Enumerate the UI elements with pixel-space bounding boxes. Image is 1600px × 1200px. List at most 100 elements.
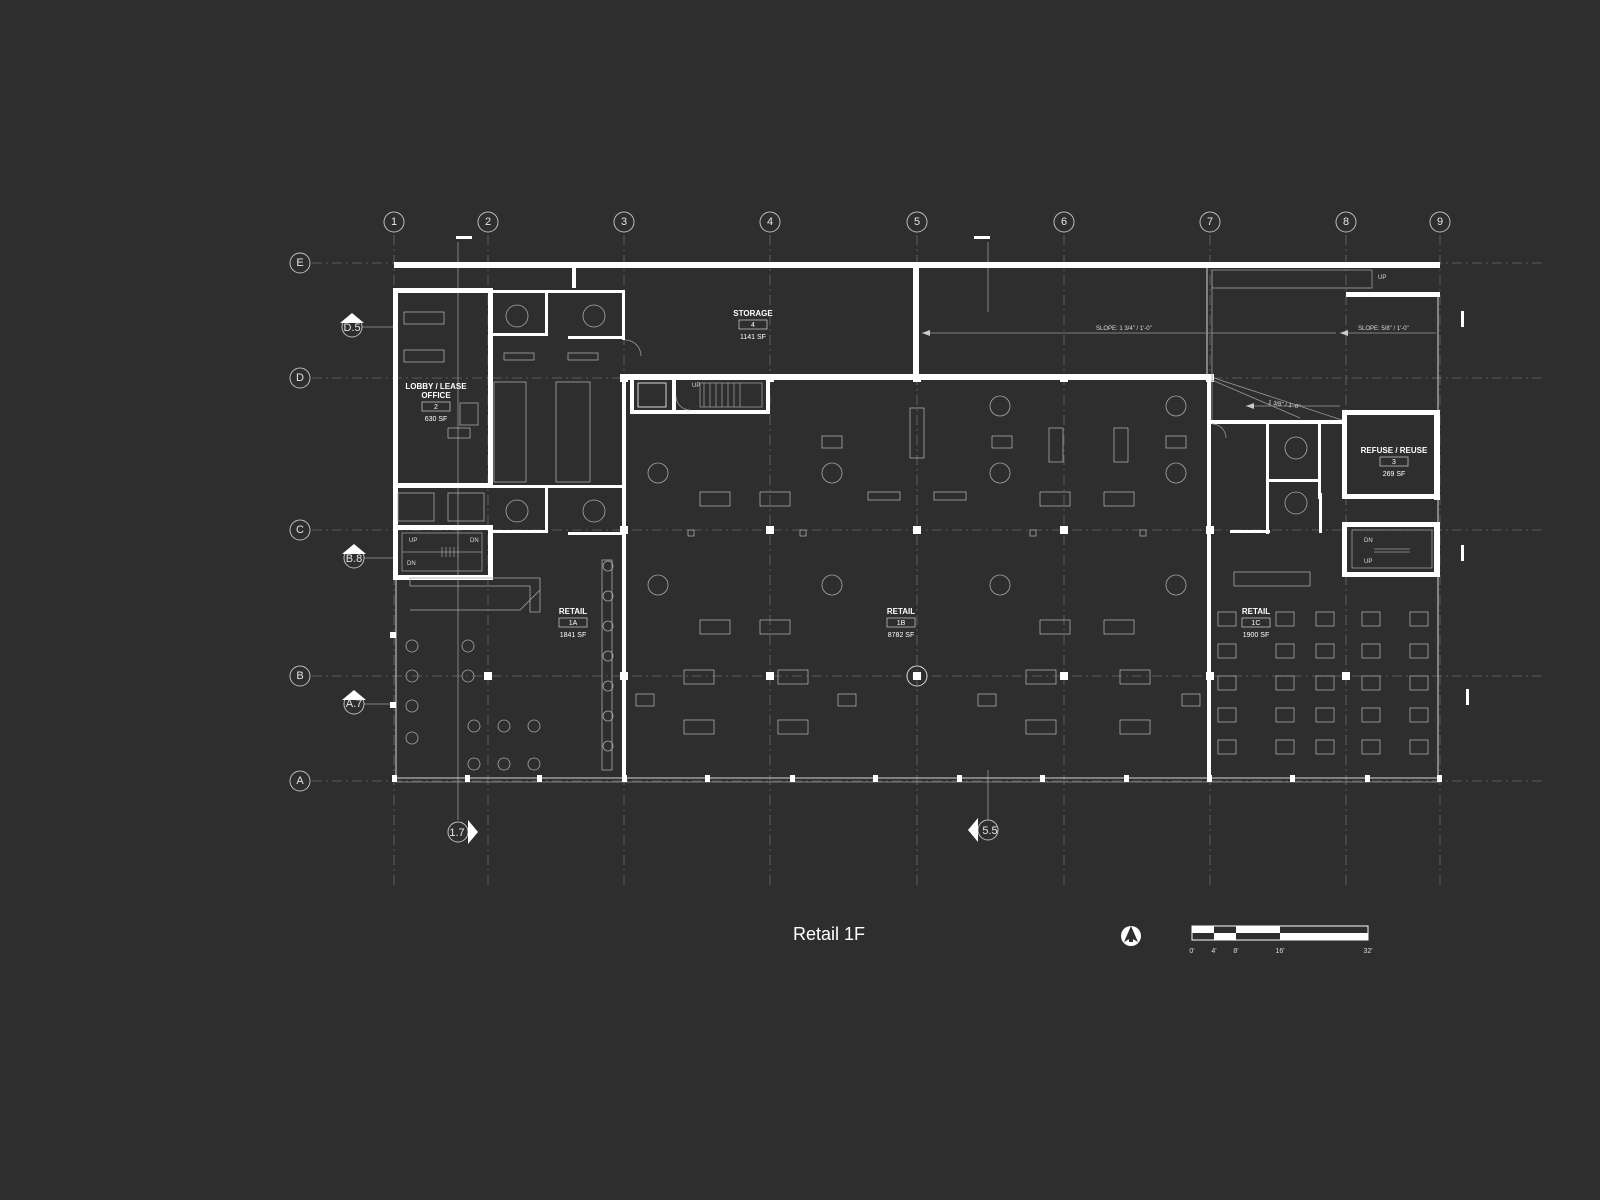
svg-text:1B: 1B (897, 620, 906, 627)
section-marker-B8: B.8 (342, 544, 394, 569)
ramp-up-label: UP (1378, 275, 1386, 281)
door-swing (675, 395, 691, 411)
section-marker-D5: D.5 (340, 313, 394, 338)
room-tag-retail-1a: RETAIL 1A 1841 SF (558, 607, 588, 639)
lobby-stair-up-label: UP (409, 538, 417, 544)
svg-text:REFUSE / REUSE: REFUSE / REUSE (1361, 446, 1428, 455)
lobby-stair-dn-label-2: DN (407, 561, 416, 567)
svg-text:1A: 1A (569, 620, 578, 627)
grid-bubble-2: 2 (477, 211, 499, 233)
scale-tick-32: 32' (1363, 948, 1372, 955)
svg-text:7: 7 (1207, 216, 1213, 228)
svg-text:RETAIL: RETAIL (559, 607, 587, 616)
svg-text:OFFICE: OFFICE (421, 391, 451, 400)
svg-text:6: 6 (1061, 216, 1067, 228)
retail-1a-seating (405, 559, 614, 771)
svg-text:2: 2 (434, 404, 438, 411)
svg-text:LOBBY / LEASE: LOBBY / LEASE (405, 382, 467, 391)
grid-bubble-E: E (289, 252, 311, 274)
svg-text:269 SF: 269 SF (1383, 471, 1406, 478)
svg-text:B.8: B.8 (346, 553, 363, 565)
svg-text:4: 4 (751, 322, 755, 329)
scale-tick-0: 0' (1189, 948, 1194, 955)
cut-mark-right-low (1466, 689, 1469, 705)
grid-bubble-1: 1 (383, 211, 405, 233)
retail-1b-fixtures (635, 395, 1201, 735)
cut-mark-right-mid (1461, 545, 1464, 561)
stair-core (637, 382, 763, 408)
lobby-stair-dn-label: DN (470, 538, 479, 544)
svg-text:5.5: 5.5 (982, 825, 997, 837)
svg-text:C: C (296, 524, 304, 536)
section-marker-1-7: 1.7 (447, 236, 478, 844)
interior-details (397, 269, 1436, 771)
north-arrow-icon (1121, 926, 1141, 946)
stair-lobby (401, 532, 483, 572)
restroom-fixtures (493, 304, 1308, 523)
svg-text:2: 2 (485, 216, 491, 228)
door-swing (1211, 423, 1227, 439)
cut-mark-right-top (1461, 311, 1464, 327)
room-tag-storage: STORAGE 4 1141 SF (733, 309, 773, 341)
grid-bubble-A: A (289, 770, 311, 792)
stair-right (1351, 529, 1433, 569)
grid-bubble-4: 4 (759, 211, 781, 233)
svg-text:RETAIL: RETAIL (1242, 607, 1270, 616)
svg-text:A: A (296, 775, 304, 787)
svg-text:STORAGE: STORAGE (733, 309, 773, 318)
scale-tick-4: 4' (1211, 948, 1216, 955)
svg-text:5: 5 (914, 216, 920, 228)
grid-bubble-5: 5 (906, 211, 928, 233)
svg-text:8782 SF: 8782 SF (888, 632, 914, 639)
section-markers: D.5 B.8 A.7 1.7 5.5 (340, 236, 1469, 844)
section-marker-A7: A.7 (342, 690, 394, 715)
structural-columns (390, 374, 1442, 782)
right-stair-up-label: UP (1364, 559, 1372, 565)
scale-tick-16: 16' (1275, 948, 1284, 955)
door-swing (624, 339, 642, 357)
grid-system: 1 2 3 4 5 6 7 8 9 E D C B A (289, 211, 1545, 885)
room-tag-refuse: REFUSE / REUSE 3 269 SF (1361, 446, 1428, 478)
ramp (1211, 269, 1373, 421)
grid-bubble-C: C (289, 519, 311, 541)
svg-text:3: 3 (1392, 459, 1396, 466)
grid-bubble-8: 8 (1335, 211, 1357, 233)
svg-text:D.5: D.5 (343, 322, 360, 334)
svg-text:1841 SF: 1841 SF (560, 632, 586, 639)
svg-text:RETAIL: RETAIL (887, 607, 915, 616)
right-stair-dn-label: DN (1364, 538, 1373, 544)
lobby-furniture (397, 311, 485, 522)
svg-text:1C: 1C (1252, 620, 1261, 627)
grid-bubble-D: D (289, 367, 311, 389)
svg-text:D: D (296, 372, 304, 384)
scale-tick-8: 8' (1233, 948, 1238, 955)
svg-text:E: E (296, 257, 303, 269)
plan-title: Retail 1F (793, 924, 865, 944)
slope-note-1: SLOPE: 1 3/4" / 1'-0" (1096, 326, 1152, 332)
grid-bubble-3: 3 (613, 211, 635, 233)
svg-text:3: 3 (621, 216, 627, 228)
slope-note-3: 1 3/8" / 1'-0" (1268, 400, 1301, 410)
room-tag-retail-1c: RETAIL 1C 1900 SF (1241, 607, 1271, 639)
svg-text:B: B (296, 670, 303, 682)
svg-text:A.7: A.7 (346, 698, 363, 710)
section-marker-5-5: 5.5 (968, 236, 999, 842)
grid-bubble-9: 9 (1429, 211, 1451, 233)
grid-bubble-B: B (289, 665, 311, 687)
svg-text:8: 8 (1343, 216, 1349, 228)
svg-text:1900 SF: 1900 SF (1243, 632, 1269, 639)
grid-bubble-7: 7 (1199, 211, 1221, 233)
retail-1c-seating (1217, 571, 1429, 755)
svg-text:1.7: 1.7 (449, 827, 464, 839)
svg-text:630 SF: 630 SF (425, 416, 448, 423)
stair-up-label: UP (692, 383, 700, 389)
scale-bar: 0' 4' 8' 16' 32' (1189, 925, 1373, 955)
walls (393, 262, 1440, 783)
svg-text:9: 9 (1437, 216, 1443, 228)
slope-note-2: SLOPE: 5/8" / 1'-0" (1358, 326, 1409, 332)
room-tag-retail-1b: RETAIL 1B 8782 SF (886, 607, 916, 639)
grid-bubble-6: 6 (1053, 211, 1075, 233)
svg-text:1: 1 (391, 216, 397, 228)
room-tag-lobby: LOBBY / LEASE OFFICE 2 630 SF (405, 382, 467, 423)
